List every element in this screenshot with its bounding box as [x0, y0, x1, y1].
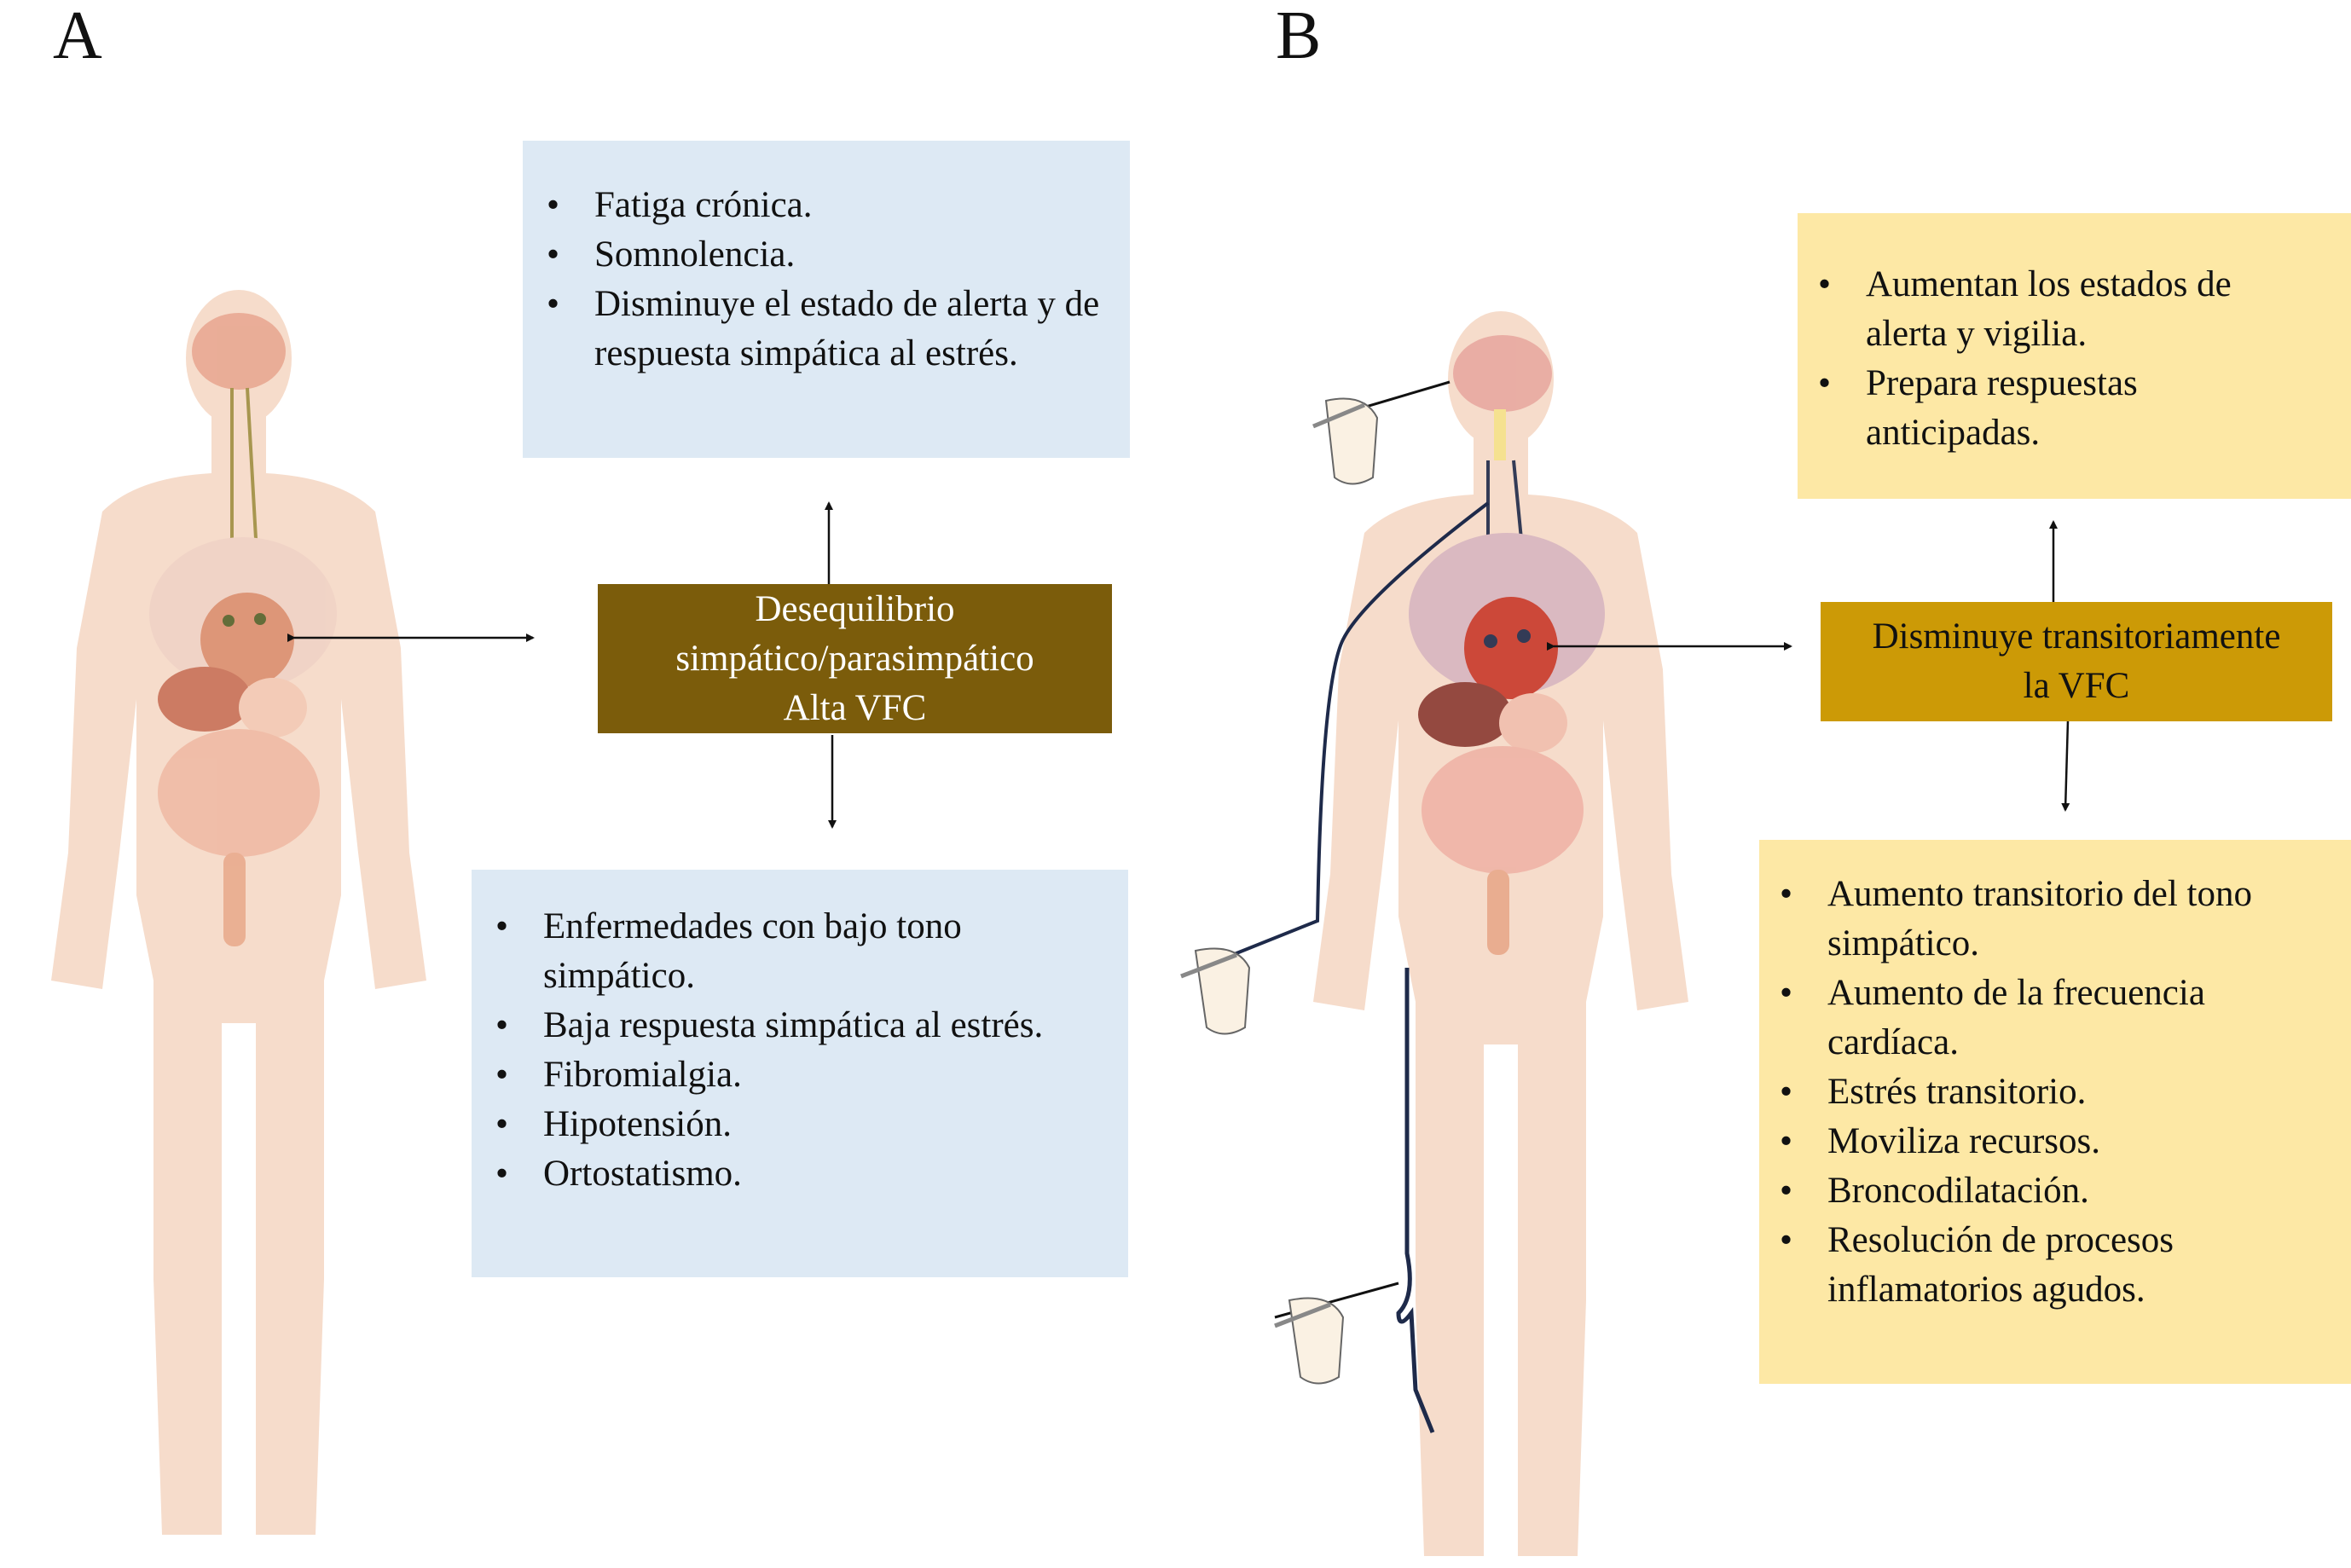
list-item: Aumento de la frecuencia cardíaca. — [1780, 969, 2334, 1068]
center-line: Disminuye transitoriamente — [1872, 616, 2281, 657]
list-item: Aumentan los estados de alerta y vigilia… — [1818, 260, 2334, 359]
list-item: Fatiga crónica. — [547, 181, 1104, 230]
list-item: Aumento transitorio del tono simpático. — [1780, 870, 2334, 969]
stimulation-wire-lower — [1396, 968, 1435, 1433]
list-item: Fibromialgia. — [495, 1050, 1111, 1100]
panel-label-a: A — [53, 0, 102, 73]
list-item: Baja respuesta simpática al estrés. — [495, 1001, 1111, 1050]
effects-box-b-bottom: Aumento transitorio del tono simpático. … — [1759, 840, 2351, 1384]
brain-icon — [192, 313, 286, 390]
intestines-icon — [1422, 746, 1584, 874]
effects-box-b-top: Aumentan los estados de alerta y vigilia… — [1798, 213, 2351, 499]
hand-icon-lower — [1274, 1297, 1345, 1385]
list-item: Enfermedades con bajo tono simpático. — [495, 902, 1111, 1001]
arrow-b-down — [2061, 720, 2070, 812]
center-line: Desequilibrio — [755, 588, 955, 629]
organs-a — [149, 313, 337, 946]
conditions-box-a-bottom: Enfermedades con bajo tono simpático. Ba… — [472, 870, 1128, 1277]
panel-label-b: B — [1276, 0, 1322, 73]
liver-icon — [1418, 682, 1512, 747]
stomach-icon — [239, 678, 307, 738]
list-item: Moviliza recursos. — [1780, 1117, 2334, 1166]
hand-icon-middle — [1180, 947, 1251, 1035]
list-item: Somnolencia. — [547, 230, 1104, 280]
brain-icon — [1453, 335, 1552, 412]
center-line: la VFC — [2023, 666, 2130, 706]
heart-icon — [1464, 597, 1558, 699]
stimulation-wire-middle — [1210, 501, 1490, 965]
intestines-icon — [158, 729, 320, 857]
center-line: Alta VFC — [783, 687, 927, 728]
list-item: Resolución de procesos inflamatorios agu… — [1780, 1216, 2334, 1315]
center-line: simpático/parasimpático — [675, 638, 1034, 679]
list-item: Hipotensión. — [495, 1100, 1111, 1149]
symptoms-box-a-top: Fatiga crónica. Somnolencia. Disminuye e… — [523, 141, 1130, 458]
liver-icon — [158, 667, 252, 732]
heart-icon — [200, 593, 294, 686]
list-item: Prepara respuestas anticipadas. — [1818, 359, 2334, 458]
hand-icon-upper — [1312, 397, 1379, 485]
list-item: Disminuye el estado de alerta y de respu… — [547, 280, 1104, 379]
center-box-a: Desequilibrio simpático/parasimpático Al… — [598, 584, 1112, 733]
list-item: Estrés transitorio. — [1780, 1068, 2334, 1117]
stomach-icon — [1499, 693, 1567, 753]
list-item: Ortostatismo. — [495, 1149, 1111, 1199]
list-item: Broncodilatación. — [1780, 1166, 2334, 1216]
center-box-b: Disminuye transitoriamente la VFC — [1821, 602, 2332, 721]
organs-b — [1409, 335, 1605, 955]
